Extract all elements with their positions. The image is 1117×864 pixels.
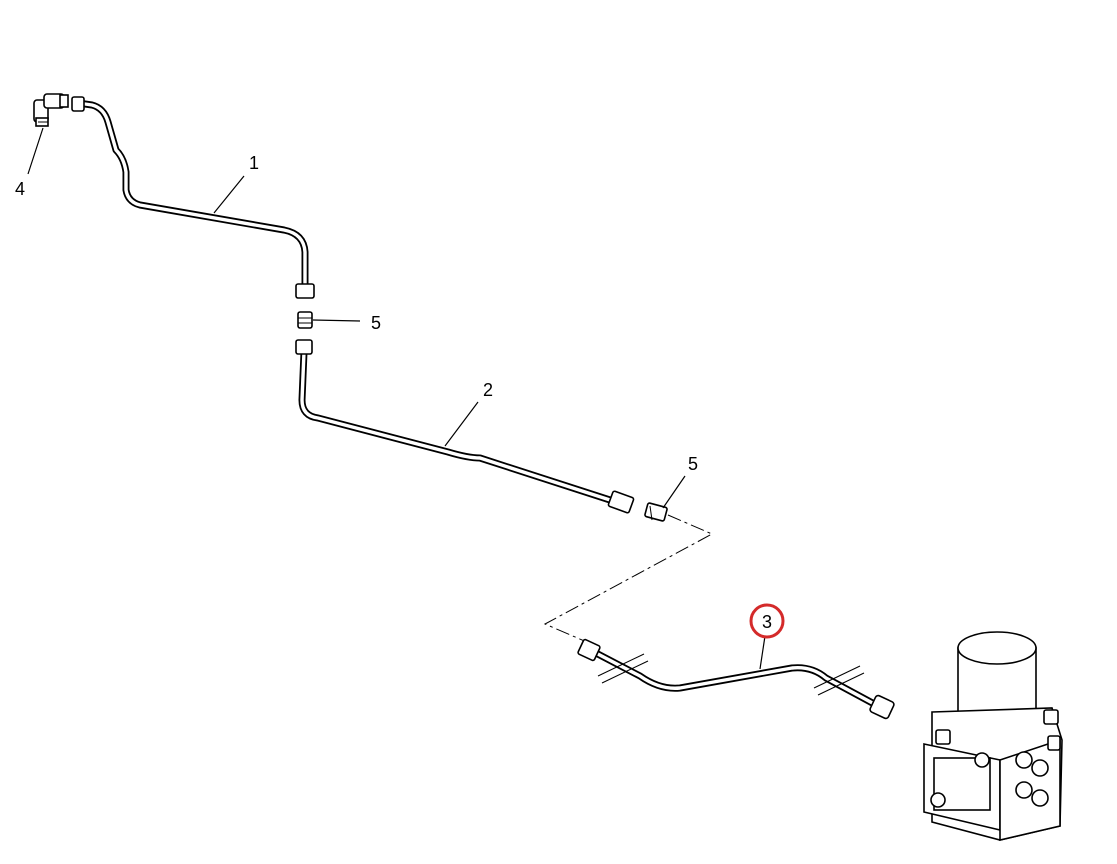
tube-part-2[interactable]: [295, 339, 635, 514]
callout-2[interactable]: 2: [483, 380, 493, 400]
leader-line-2: [444, 401, 479, 447]
leader-line-4: [27, 127, 44, 175]
callout-3-highlight-circle: [749, 603, 785, 639]
union-fitting-part-5-lower[interactable]: [644, 502, 668, 522]
leader-line-5a: [312, 319, 361, 322]
callout-1[interactable]: 1: [249, 153, 259, 173]
air-dryer-assembly[interactable]: [923, 631, 1063, 842]
callout-5-upper[interactable]: 5: [371, 313, 381, 333]
leader-line-1: [213, 175, 245, 214]
callout-5-lower[interactable]: 5: [688, 454, 698, 474]
callout-3[interactable]: 3: [762, 612, 772, 632]
connection-dashed-line: [543, 514, 714, 647]
elbow-fitting-part-4[interactable]: [33, 93, 69, 127]
callout-4[interactable]: 4: [15, 179, 25, 199]
leader-line-5b: [662, 475, 686, 509]
leader-line-3: [759, 635, 766, 670]
union-fitting-part-5-upper[interactable]: [297, 311, 313, 329]
tube-part-3[interactable]: [577, 638, 895, 720]
tube-part-1[interactable]: [71, 96, 315, 299]
